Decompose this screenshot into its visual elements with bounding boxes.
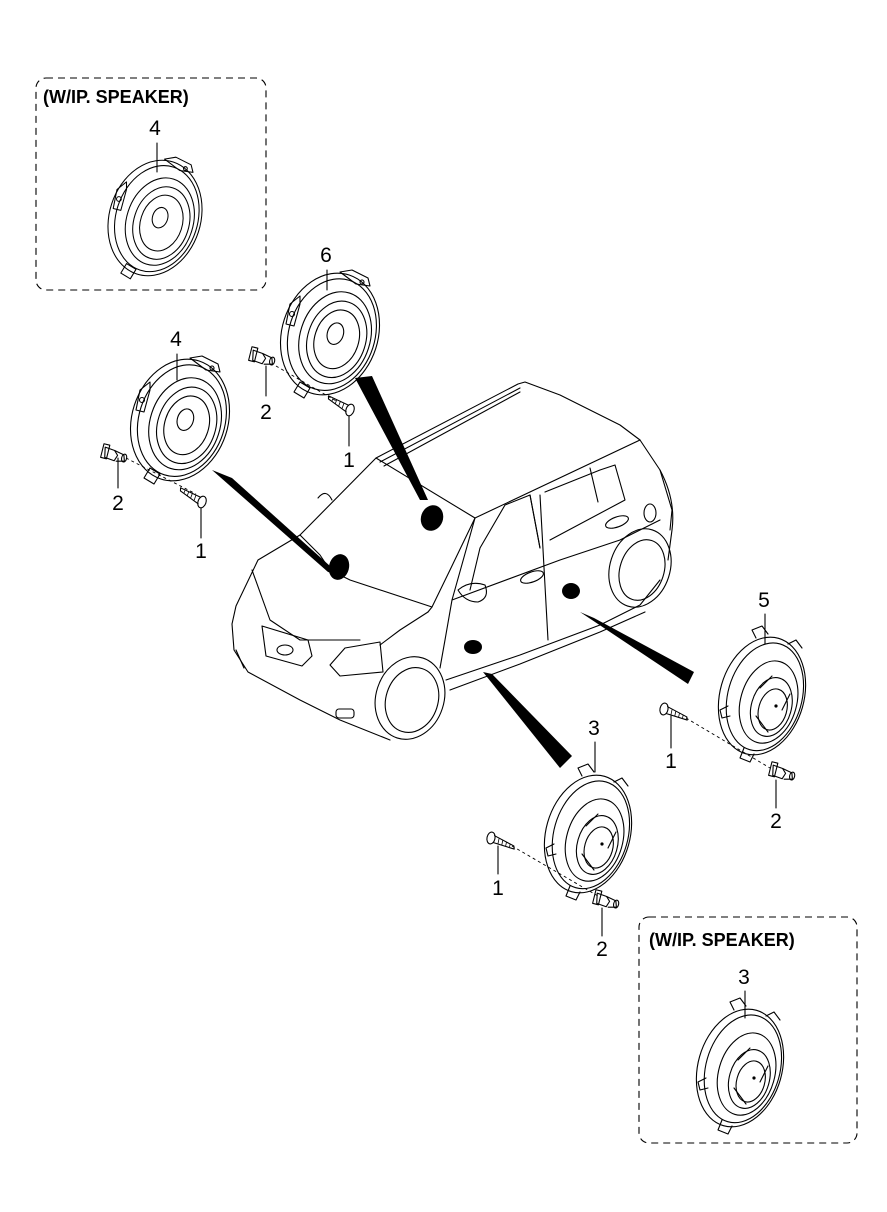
speaker-location-marker bbox=[464, 640, 482, 654]
option-box-ip-speaker-front: (W/IP. SPEAKER) 4 bbox=[35, 77, 267, 291]
callout-number: 2 bbox=[260, 401, 272, 424]
speaker-icon bbox=[92, 147, 218, 289]
callout-number: 1 bbox=[195, 540, 207, 563]
car-illustration bbox=[231, 381, 674, 741]
alignment-line bbox=[125, 457, 197, 495]
callout-number: 3 bbox=[738, 966, 750, 989]
speaker-location-marker bbox=[420, 505, 444, 531]
callout-number: 2 bbox=[112, 492, 124, 515]
callout-number: 4 bbox=[170, 328, 182, 351]
clip-icon bbox=[768, 761, 798, 783]
callout-number: 1 bbox=[343, 449, 355, 472]
screw-icon bbox=[323, 395, 357, 418]
pointer-wedge bbox=[212, 470, 340, 575]
callout-number: 6 bbox=[320, 244, 332, 267]
callout-number: 2 bbox=[596, 938, 608, 961]
callout-number: 2 bbox=[770, 810, 782, 833]
clip-icon bbox=[248, 346, 278, 368]
speaker-icon bbox=[704, 625, 820, 766]
pointer-wedge bbox=[355, 376, 428, 500]
front-door-speaker-assembly: 3 1 2 bbox=[485, 717, 646, 961]
option-box-ip-speaker-door: (W/IP. SPEAKER) 3 bbox=[638, 916, 858, 1144]
front-left-speaker-assembly: 4 2 1 bbox=[100, 328, 246, 563]
alignment-line bbox=[511, 845, 599, 897]
screw-icon bbox=[175, 487, 209, 510]
option-box-label: (W/IP. SPEAKER) bbox=[43, 87, 189, 107]
alignment-line bbox=[685, 717, 771, 769]
pointer-wedge bbox=[580, 612, 694, 684]
speaker-location-marker bbox=[328, 554, 350, 580]
callout-number: 1 bbox=[492, 877, 504, 900]
front-right-speaker-assembly: 6 2 1 bbox=[248, 244, 396, 472]
callout-number: 3 bbox=[588, 717, 600, 740]
speaker-icon bbox=[114, 345, 246, 495]
speaker-icon bbox=[530, 763, 646, 904]
callout-number: 4 bbox=[149, 117, 161, 140]
clip-icon bbox=[100, 443, 130, 465]
speaker-icon bbox=[682, 997, 798, 1138]
screw-icon bbox=[658, 701, 691, 721]
rear-door-speaker-assembly: 5 1 2 bbox=[658, 589, 820, 833]
speaker-location-marker bbox=[562, 583, 580, 599]
dashed-border bbox=[638, 916, 858, 1144]
callout-number: 5 bbox=[758, 589, 770, 612]
option-box-label: (W/IP. SPEAKER) bbox=[649, 930, 795, 950]
pointer-wedge bbox=[483, 672, 572, 768]
callout-number: 1 bbox=[665, 750, 677, 773]
clip-icon bbox=[592, 889, 622, 911]
